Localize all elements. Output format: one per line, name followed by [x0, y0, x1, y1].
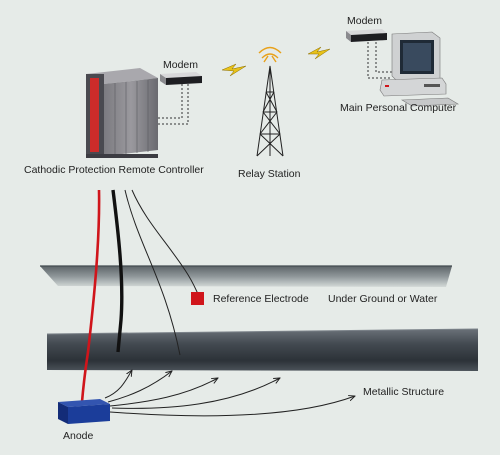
current-arrow: [109, 396, 355, 417]
current-arrow: [109, 378, 218, 407]
anode-cable: [80, 189, 101, 403]
current-arrow: [107, 371, 172, 403]
relay-station-label: Relay Station: [238, 168, 301, 180]
controller-modem-link: [158, 84, 189, 125]
ground-label: Under Ground or Water: [328, 293, 438, 305]
controller-label: Cathodic Protection Remote Controller: [24, 164, 204, 176]
lightning-link-icon: [307, 46, 331, 60]
reference-electrode: [191, 292, 204, 305]
metallic-structure-label: Metallic Structure: [363, 386, 445, 398]
anode: [58, 399, 110, 424]
ground-surface: [40, 265, 452, 287]
structure-cable: [111, 189, 124, 353]
modem-icon: [346, 29, 387, 42]
reference-electrode-wire: [131, 189, 199, 295]
modem-left-label: Modem: [163, 59, 199, 71]
current-arrow: [111, 378, 280, 409]
radio-tower-icon: [256, 46, 284, 157]
cabinet-icon: [86, 68, 158, 158]
modem-icon: [160, 72, 202, 85]
current-arrow: [104, 370, 132, 399]
current-arrows: [104, 370, 355, 417]
monitor-wire: [124, 189, 181, 356]
computer-label: Main Personal Computer: [340, 102, 457, 114]
desktop-computer-icon: [379, 31, 460, 107]
metallic-structure: [46, 328, 479, 371]
lightning-link-icon: [221, 63, 247, 77]
modem-computer-link: [367, 42, 392, 79]
reference-electrode-label: Reference Electrode: [213, 293, 309, 305]
controller-cables: [80, 189, 199, 403]
modem-right-label: Modem: [347, 15, 383, 27]
anode-label: Anode: [63, 430, 94, 442]
